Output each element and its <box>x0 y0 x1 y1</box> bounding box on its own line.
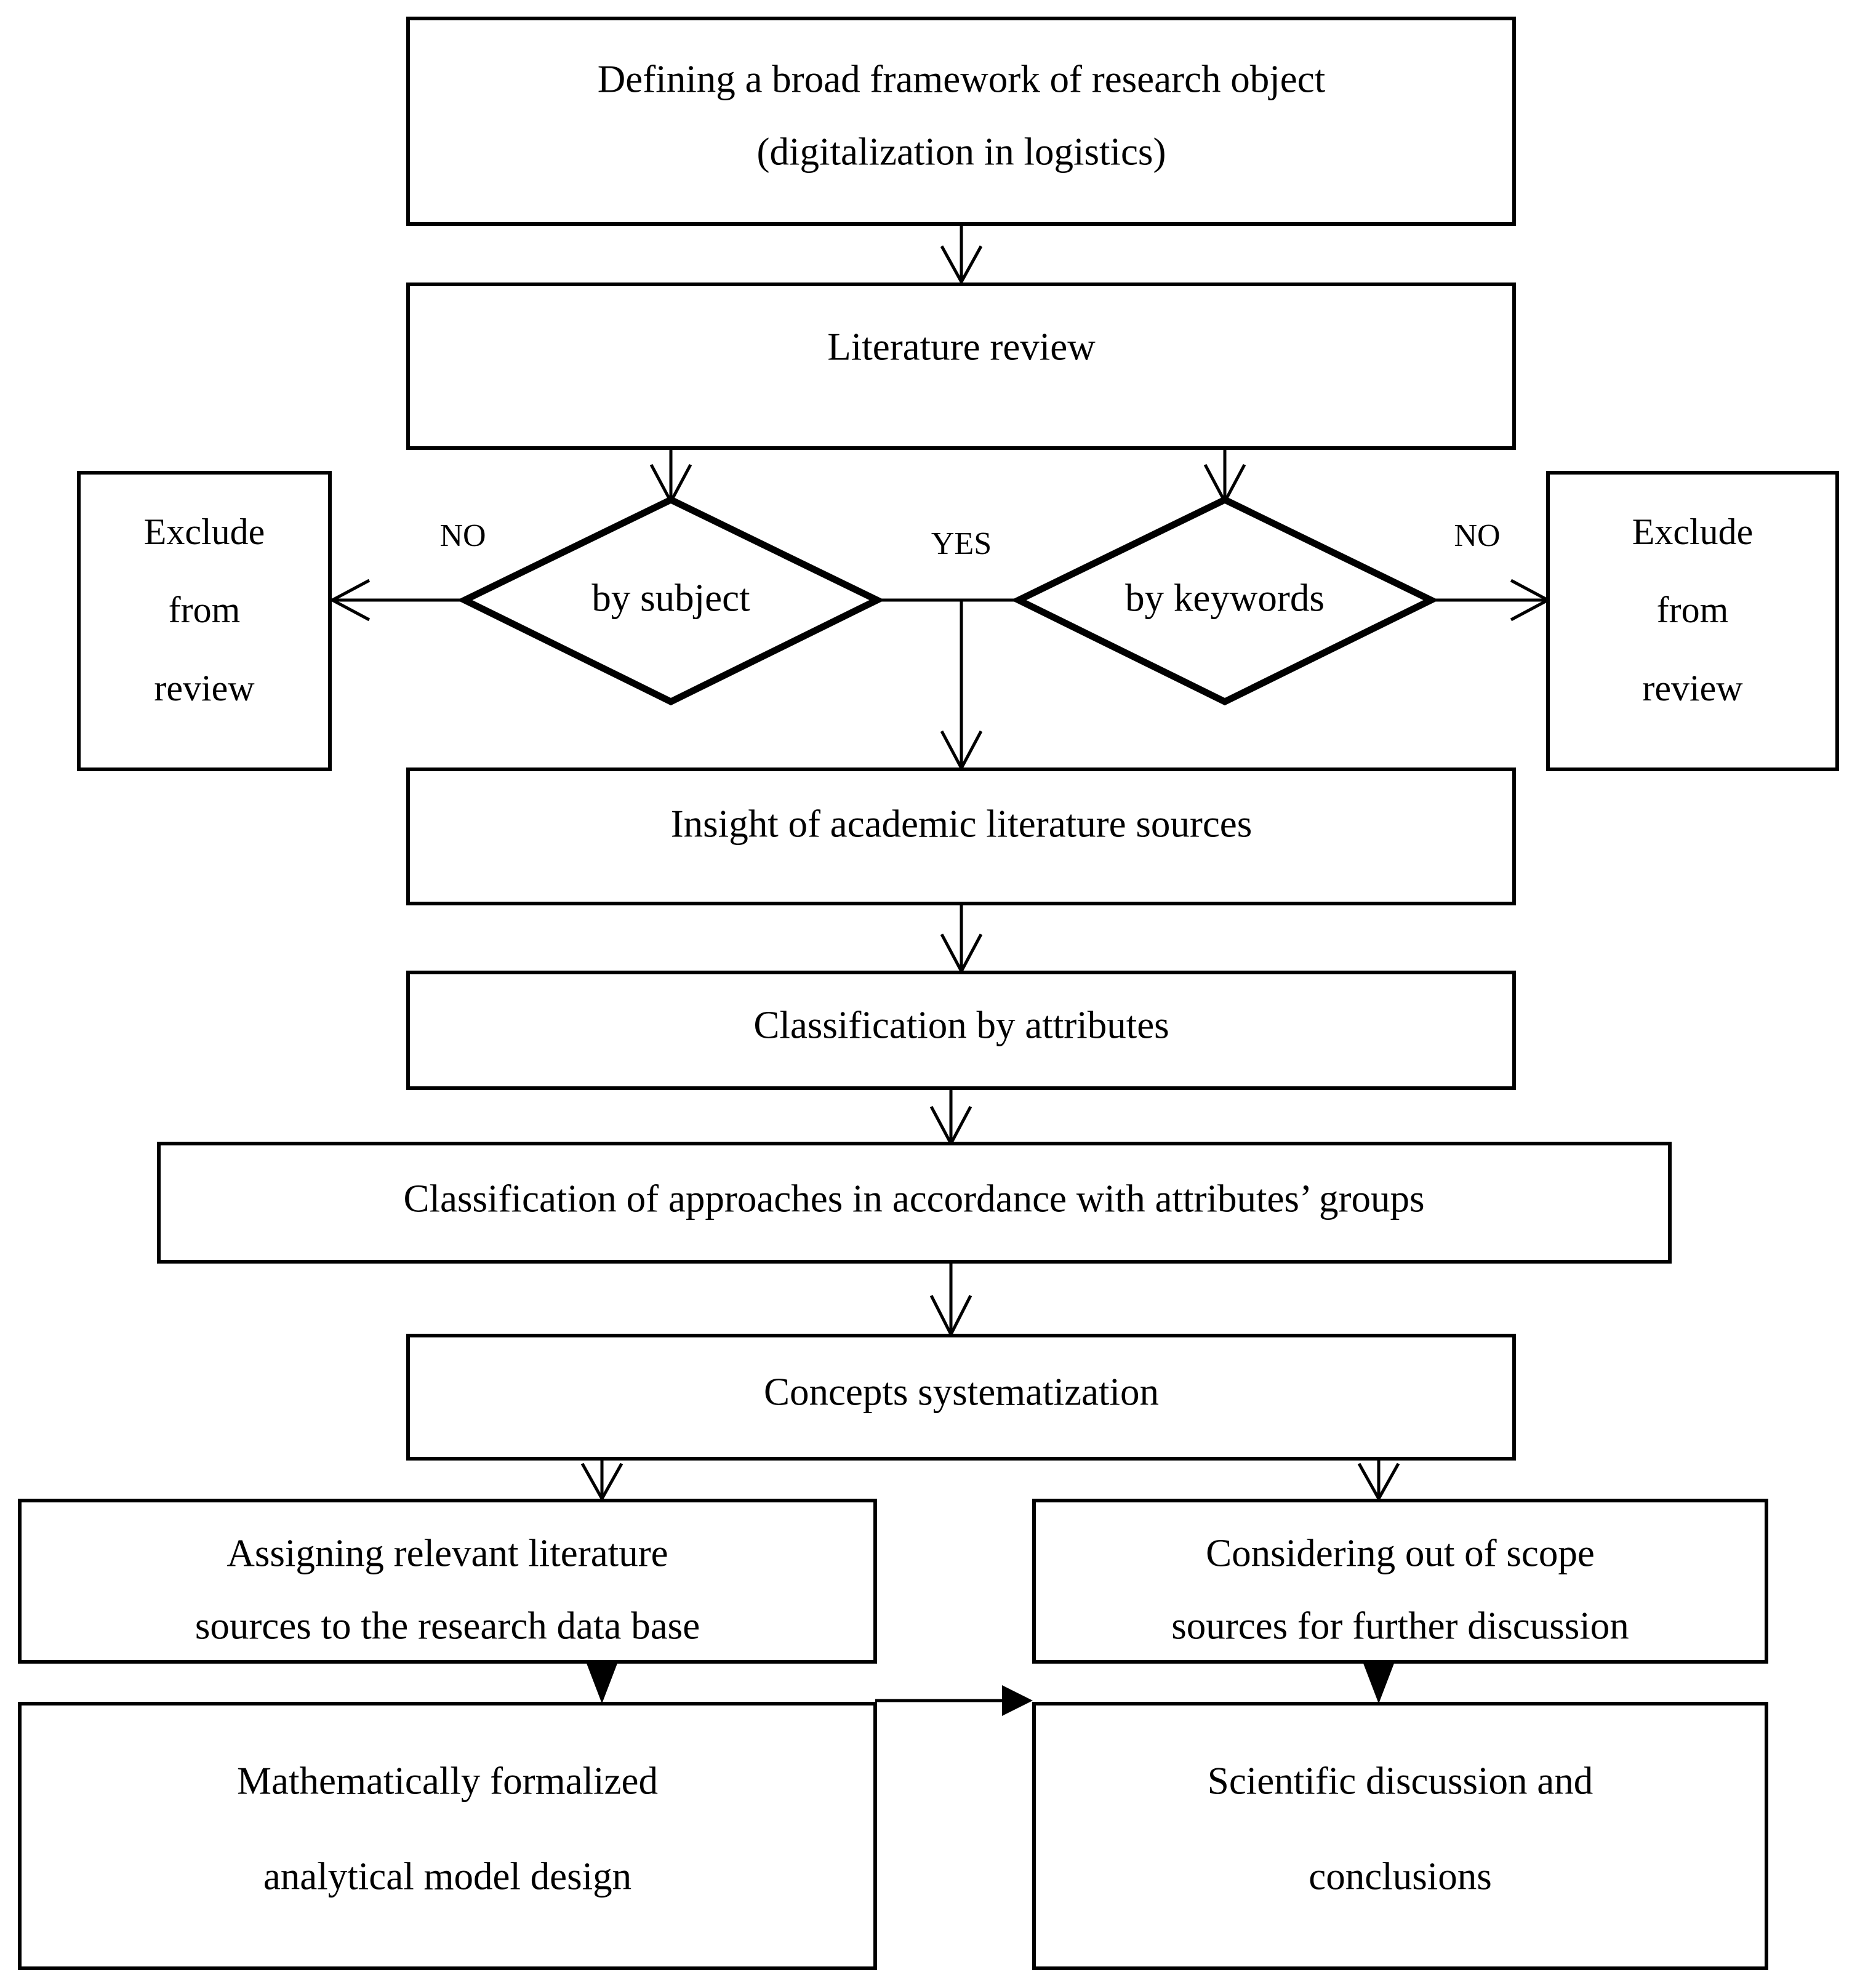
node-concepts-systematization-label: Concepts systematization <box>764 1370 1159 1413</box>
edge-review-to-keywords <box>1203 448 1246 505</box>
node-insight-sources[interactable]: Insight of academic literature sources <box>406 768 1516 905</box>
node-define-scope[interactable]: Defining a broad framework of research o… <box>406 17 1516 226</box>
edge-subject-no-exclude <box>329 579 465 622</box>
node-considering-out-of-scope[interactable]: Considering out of scope sources for fur… <box>1032 1499 1768 1664</box>
node-classification-attributes[interactable]: Classification by attributes <box>406 971 1516 1090</box>
node-exclude-left-line-2: from <box>169 590 241 630</box>
edge-concepts-to-assigning <box>580 1459 623 1502</box>
node-exclude-right-line-2: from <box>1657 590 1729 630</box>
node-decision-by-keywords-label: by keywords <box>1125 576 1325 619</box>
node-classification-approaches[interactable]: Classification of approaches in accordan… <box>157 1142 1672 1264</box>
edge-keywords-no-exclude <box>1431 579 1552 622</box>
node-literature-review[interactable]: Literature review <box>406 283 1516 450</box>
node-decision-by-subject[interactable]: by subject <box>457 495 885 706</box>
node-literature-review-label: Literature review <box>827 325 1096 368</box>
edge-label-no-right: NO <box>1454 518 1500 553</box>
edge-review-to-subject <box>649 448 692 505</box>
node-exclude-right-line-1: Exclude <box>1632 511 1754 552</box>
edge-assigning-to-model <box>586 1662 618 1704</box>
node-exclude-right-line-3: review <box>1642 668 1743 708</box>
node-scientific-discussion-line-2: conclusions <box>1309 1854 1491 1898</box>
node-concepts-systematization[interactable]: Concepts systematization <box>406 1334 1516 1461</box>
edge-yes-to-insight <box>940 600 983 772</box>
node-math-model-line-1: Mathematically formalized <box>237 1759 658 1802</box>
edge-label-no-left: NO <box>439 518 486 553</box>
node-define-scope-line-2: (digitalization in logistics) <box>757 130 1166 173</box>
node-define-scope-line-1: Defining a broad framework of research o… <box>598 57 1326 100</box>
node-classification-approaches-label: Classification of approaches in accordan… <box>403 1177 1424 1220</box>
node-classification-attributes-label: Classification by attributes <box>753 1003 1169 1046</box>
node-decision-by-subject-label: by subject <box>591 576 750 619</box>
node-exclude-left-line-1: Exclude <box>144 511 265 552</box>
node-scientific-discussion[interactable]: Scientific discussion and conclusions <box>1032 1702 1768 1970</box>
node-assigning-relevant-line-2: sources to the research data base <box>195 1604 700 1647</box>
edge-define-to-review <box>940 224 983 286</box>
node-exclude-left-line-3: review <box>154 668 255 708</box>
edge-concepts-to-considering <box>1357 1459 1400 1502</box>
node-exclude-right[interactable]: Exclude from review <box>1546 471 1839 771</box>
node-math-model[interactable]: Mathematically formalized analytical mod… <box>18 1702 877 1970</box>
edge-considering-to-discussion <box>1363 1662 1395 1704</box>
node-considering-out-of-scope-line-2: sources for further discussion <box>1171 1604 1629 1647</box>
node-math-model-line-2: analytical model design <box>263 1854 631 1898</box>
node-insight-sources-label: Insight of academic literature sources <box>671 802 1253 845</box>
node-decision-by-keywords[interactable]: by keywords <box>1011 495 1439 706</box>
edge-attributes-to-approaches <box>929 1088 972 1147</box>
edge-insight-to-classification <box>940 904 983 975</box>
edge-approaches-to-concepts <box>929 1262 972 1338</box>
edge-model-to-discussion <box>875 1685 1033 1716</box>
node-assigning-relevant-line-1: Assigning relevant literature <box>226 1531 668 1574</box>
edge-label-yes-center: YES <box>931 526 992 561</box>
node-assigning-relevant[interactable]: Assigning relevant literature sources to… <box>18 1499 877 1664</box>
node-scientific-discussion-line-1: Scientific discussion and <box>1208 1759 1593 1802</box>
node-exclude-left[interactable]: Exclude from review <box>77 471 332 771</box>
node-considering-out-of-scope-line-1: Considering out of scope <box>1206 1531 1595 1574</box>
